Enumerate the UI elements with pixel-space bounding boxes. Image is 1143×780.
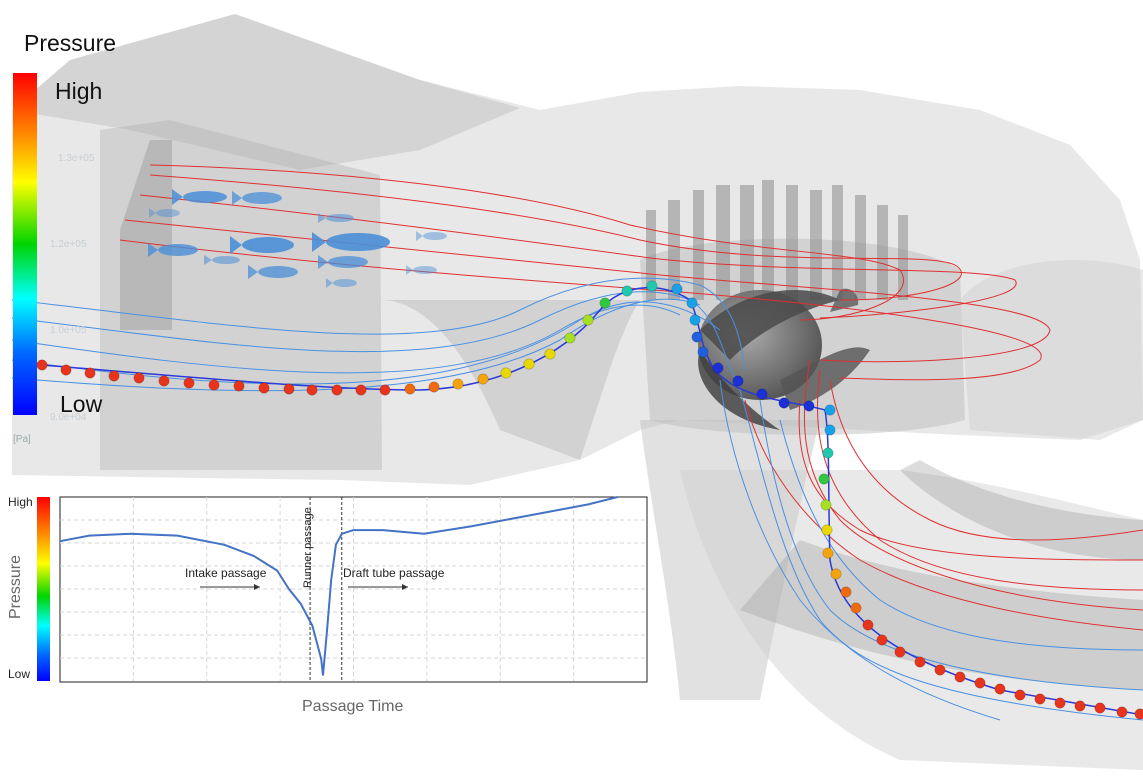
particle-sphere: [523, 358, 535, 370]
particle-sphere: [822, 447, 834, 459]
runner: [698, 288, 870, 430]
particle-sphere: [822, 547, 834, 559]
annotation-runner-passage: Runner passage: [302, 507, 314, 588]
chart-colorbar: [37, 497, 50, 681]
particle-sphere: [697, 346, 709, 358]
particle-trajectory: [36, 280, 1143, 720]
particle-sphere: [283, 383, 295, 395]
particle-sphere: [803, 400, 815, 412]
particle-sphere: [233, 380, 245, 392]
particle-sphere: [712, 362, 724, 374]
legend-faint-tick: 1.3e+05: [58, 153, 95, 164]
legend-colorbar: [13, 73, 37, 415]
intake-arrow: [200, 584, 260, 590]
particle-sphere: [691, 331, 703, 343]
particle-sphere: [821, 524, 833, 536]
particle-sphere: [599, 297, 611, 309]
legend-title: Pressure: [24, 30, 117, 56]
annotation-draft-tube-passage: Draft tube passage: [343, 566, 445, 580]
particle-sphere: [824, 404, 836, 416]
chart-grid: [60, 497, 647, 681]
turbine-housing: [12, 14, 1143, 770]
legend-low-label: Low: [60, 391, 103, 417]
particle-sphere: [974, 677, 986, 689]
particle-sphere: [108, 370, 120, 382]
particle-sphere: [133, 372, 145, 384]
particle-sphere: [1116, 706, 1128, 718]
particle-sphere: [208, 379, 220, 391]
particle-sphere: [894, 646, 906, 658]
legend-faint-tick: 9.0e+04: [50, 412, 87, 423]
particle-sphere: [954, 671, 966, 683]
particle-sphere: [914, 656, 926, 668]
particle-sphere: [60, 364, 72, 376]
particle-sphere: [818, 473, 830, 485]
chart-y-tick-low: Low: [8, 667, 31, 681]
particle-sphere: [824, 424, 836, 436]
chart-x-axis-label: Passage Time: [302, 698, 404, 715]
fish-path-streamlines: [119, 164, 1143, 631]
particle-sphere: [621, 285, 633, 297]
flow-streamlines: [11, 277, 1143, 721]
particle-sphere: [500, 367, 512, 379]
particle-sphere: [258, 382, 270, 394]
legend-faint-tick: 1.2e+05: [50, 239, 87, 250]
particle-sphere: [1134, 708, 1143, 720]
particle-sphere: [850, 602, 862, 614]
particle-sphere: [732, 375, 744, 387]
legend-unit: [Pa]: [13, 434, 31, 445]
particle-sphere: [452, 378, 464, 390]
legend-high-label: High: [55, 78, 103, 104]
particle-sphere: [428, 381, 440, 393]
fish-school: [148, 189, 447, 288]
draft-tube-arrow: [348, 584, 408, 590]
particle-sphere: [306, 384, 318, 396]
particle-sphere: [820, 499, 832, 511]
particle-sphere: [876, 634, 888, 646]
particle-sphere: [582, 314, 594, 326]
annotation-intake-passage: Intake passage: [185, 566, 267, 580]
particle-sphere: [564, 332, 576, 344]
particle-sphere: [1054, 697, 1066, 709]
particle-sphere: [756, 388, 768, 400]
particle-sphere: [544, 348, 556, 360]
legend-faint-tick: 1.0e+05: [50, 325, 87, 336]
chart-y-axis-label: Pressure: [7, 554, 24, 619]
particle-sphere: [646, 280, 658, 292]
particle-sphere: [355, 384, 367, 396]
particle-sphere: [830, 568, 842, 580]
particle-sphere: [994, 683, 1006, 695]
pressure-chart: Intake passage Draft tube passage Runner…: [37, 496, 648, 683]
particle-sphere: [1074, 700, 1086, 712]
particle-sphere: [183, 377, 195, 389]
chart-y-tick-high: High: [8, 495, 33, 509]
particle-sphere: [671, 283, 683, 295]
particle-sphere: [1014, 689, 1026, 701]
particle-sphere: [84, 367, 96, 379]
particle-sphere: [379, 384, 391, 396]
runner-region-bounds: [309, 497, 343, 681]
particle-sphere: [1034, 693, 1046, 705]
particle-sphere: [404, 383, 416, 395]
particle-sphere: [686, 297, 698, 309]
pressure-line: [59, 496, 618, 676]
particle-sphere: [1094, 702, 1106, 714]
particle-sphere: [689, 314, 701, 326]
particle-sphere: [862, 619, 874, 631]
particle-sphere: [477, 373, 489, 385]
particle-sphere: [840, 586, 852, 598]
particle-sphere: [331, 384, 343, 396]
particle-sphere: [934, 664, 946, 676]
particle-sphere: [158, 375, 170, 387]
particle-sphere: [36, 359, 48, 371]
particle-sphere: [778, 397, 790, 409]
